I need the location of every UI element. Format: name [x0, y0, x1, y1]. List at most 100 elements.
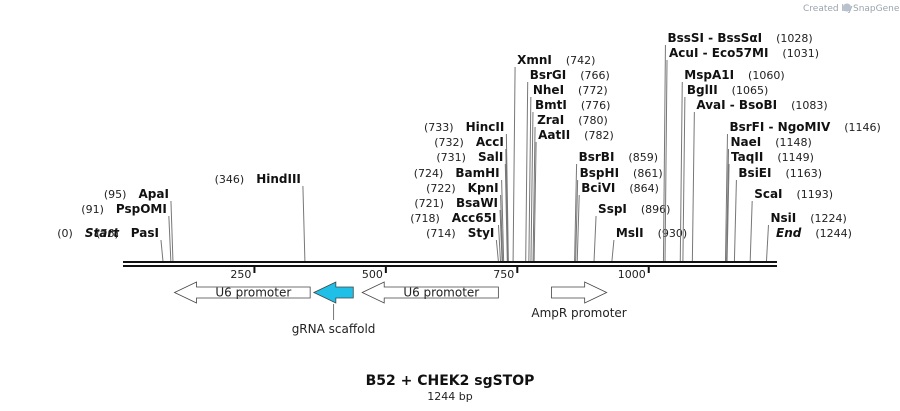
- site-name: HincII: [466, 120, 505, 134]
- site-position: (732): [434, 136, 464, 149]
- site-mspa1i: MspA1I (1060): [679, 68, 785, 262]
- site-name: BsrGI: [530, 68, 567, 82]
- site-bmti: BmtI (776): [530, 98, 611, 262]
- site-bsrfi-ngomiv: BsrFI - NgoMIV (1146): [724, 120, 881, 262]
- site-leader-line: [533, 141, 537, 262]
- site-name: MslI: [616, 226, 644, 240]
- site-name: BsaWI: [456, 196, 498, 210]
- site-position: (780): [578, 114, 608, 127]
- site-name: ZraI: [537, 113, 564, 127]
- site-name: MspA1I: [684, 68, 734, 82]
- site-leader-line: [530, 111, 534, 262]
- site-name: BsiEI: [738, 166, 771, 180]
- site-hincii: HincII (733): [424, 120, 509, 262]
- site-name: ApaI: [138, 187, 168, 201]
- site-start: Start(0): [57, 226, 120, 240]
- sequence-length: 1244 bp: [427, 390, 472, 403]
- site-bamhi: BamHI(724): [414, 166, 505, 262]
- site-leader-line: [749, 200, 753, 262]
- site-sali: SalI (731): [436, 150, 508, 262]
- tick-mark: [253, 267, 256, 273]
- site-position: (1193): [797, 188, 834, 201]
- site-position: (718): [410, 212, 440, 225]
- site-name: AatII: [538, 128, 570, 142]
- site-xmni: XmnI(742): [512, 53, 595, 262]
- site-leader-line: [528, 96, 532, 262]
- site-bglii: BglII (1065): [682, 83, 769, 262]
- site-name: NaeI: [731, 135, 762, 149]
- snapgene-logo-icon: [843, 3, 851, 12]
- site-leader-line: [512, 66, 516, 262]
- site-leader-line: [495, 239, 499, 262]
- site-position: (95): [104, 188, 127, 201]
- site-acci: AccI(732): [434, 135, 509, 262]
- site-name: SalI: [478, 150, 503, 164]
- site-leader-line: [726, 148, 730, 262]
- tick-label: 250: [230, 268, 251, 281]
- site-leader-line: [691, 111, 695, 262]
- site-leader-line: [574, 163, 578, 262]
- site-position: (724): [414, 167, 444, 180]
- site-position: (861): [633, 167, 663, 180]
- site-position: (714): [426, 227, 456, 240]
- feature-arrow: [361, 281, 499, 304]
- site-leader-line: [505, 133, 509, 262]
- site-position: (772): [578, 84, 608, 97]
- site-position: (1146): [844, 121, 881, 134]
- credit-text: Created by: [803, 4, 853, 14]
- feature-u6-promoter: U6 promoter: [361, 281, 499, 304]
- site-leader-line: [532, 126, 536, 262]
- site-position: (721): [414, 197, 444, 210]
- site-position: (1028): [776, 32, 813, 45]
- site-apai: ApaI (95): [104, 187, 174, 262]
- site-name: Acc65I: [452, 211, 497, 225]
- feature-label: AmpR promoter: [531, 306, 626, 320]
- site-position: (1060): [748, 69, 785, 82]
- site-leader-line: [679, 81, 683, 262]
- site-position: (1031): [782, 47, 819, 60]
- site-leader-line: [160, 239, 164, 262]
- site-name: BsrFI - NgoMIV: [729, 120, 830, 134]
- site-name: TaqII: [731, 150, 763, 164]
- site-leader-line: [170, 200, 174, 262]
- site-msli: MslI(930): [611, 226, 687, 262]
- feature-arrow: [551, 281, 608, 304]
- site-position: (733): [424, 121, 454, 134]
- feature-label: U6 promoter: [215, 286, 291, 300]
- site-position: (776): [581, 99, 611, 112]
- credit-brand: SnapGene: [853, 4, 900, 14]
- site-scai: ScaI (1193): [749, 187, 834, 262]
- site-kpni: KpnI(722): [426, 181, 504, 262]
- feature-arrow: [173, 281, 311, 304]
- site-position: (0): [57, 227, 73, 240]
- map-title: B52 + CHEK2 sgSTOP: [366, 373, 535, 389]
- site-position: (731): [436, 151, 466, 164]
- site-leader-line: [664, 59, 668, 262]
- site-position: (766): [580, 69, 610, 82]
- tick-label: 500: [362, 268, 383, 281]
- site-position: (864): [629, 182, 659, 195]
- site-position: (76): [96, 227, 119, 240]
- site-position: (1083): [791, 99, 828, 112]
- site-pspomi: PspOMI(91): [81, 202, 172, 262]
- site-position: (1065): [732, 84, 769, 97]
- site-position: (91): [81, 203, 104, 216]
- site-bsrgi: BsrGI (766): [525, 68, 610, 262]
- site-position: (782): [584, 129, 614, 142]
- tick-mark: [384, 267, 387, 273]
- feature-ampr-promoter: AmpR promoter: [531, 281, 627, 320]
- site-leader-line: [499, 209, 503, 262]
- site-position: (346): [215, 173, 245, 186]
- site-nsii: NsiI(1224): [765, 211, 847, 262]
- site-name: BglII: [687, 83, 718, 97]
- feature-label: U6 promoter: [403, 286, 479, 300]
- site-name: XmnI: [517, 53, 552, 67]
- site-name: BssSI - BssSαI: [667, 31, 762, 45]
- site-name: BmtI: [535, 98, 567, 112]
- site-name: ScaI: [754, 187, 782, 201]
- feature-u6-promoter: U6 promoter: [173, 281, 311, 304]
- site-avai-bsobi: AvaI - BsoBI(1083): [691, 98, 828, 262]
- site-name: StyI: [468, 226, 495, 240]
- site-bsssi-bsss-i: BssSI - BssSαI (1028): [662, 31, 813, 262]
